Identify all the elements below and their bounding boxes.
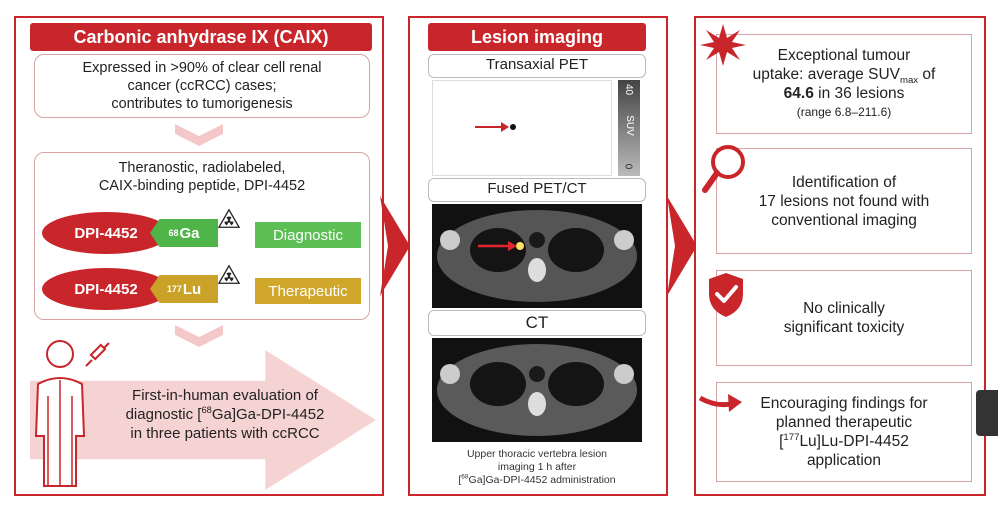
evaluation-line-2: diagnostic [68Ga]Ga-DPI-4452: [125, 405, 325, 423]
dpi-4452-pill-diagnostic: DPI-4452: [42, 212, 170, 254]
therapeutic-findings-box: Encouraging findings for planned therape…: [716, 382, 972, 482]
expression-box: Expressed in >90% of clear cell renal ca…: [34, 54, 370, 118]
suv-axis-label: SUV: [623, 115, 635, 136]
caption-line-3: [68Ga]Ga-DPI-4452 administration: [458, 473, 616, 486]
therapeutic-tag: Therapeutic: [255, 278, 361, 304]
ct-label: CT: [428, 310, 646, 336]
transaxial-pet-image: [432, 80, 612, 176]
syringe-icon: [85, 342, 110, 367]
expression-line-1: Expressed in >90% of clear cell renal: [82, 60, 322, 76]
evaluation-line-1: First-in-human evaluation of: [132, 387, 318, 404]
theranostic-line-1: Theranostic, radiolabeled,: [118, 160, 286, 176]
evaluation-text: First-in-human evaluation of diagnostic …: [100, 386, 350, 443]
imaging-caption: Upper thoracic vertebra lesion imaging 1…: [430, 448, 644, 487]
toxicity-box: No clinically significant toxicity: [716, 270, 972, 366]
dpi-4452-pill-therapeutic: DPI-4452: [42, 268, 170, 310]
transaxial-pet-label: Transaxial PET: [428, 54, 646, 78]
radiation-icon: [218, 264, 240, 284]
lesion-imaging-title: Lesion imaging: [428, 23, 646, 51]
arrow-icon: [380, 196, 410, 296]
arrow-icon: [667, 196, 697, 296]
fused-pet-ct-image: [432, 204, 642, 308]
suv-max-label: 40: [623, 83, 635, 96]
starburst-icon: [700, 24, 746, 66]
caption-line-2: imaging 1 h after: [497, 461, 577, 473]
expression-line-3: contributes to tumorigenesis: [111, 96, 293, 112]
diagnostic-tag: Diagnostic: [255, 222, 361, 248]
theranostic-line-2: CAIX-binding peptide, DPI-4452: [98, 178, 306, 194]
ct-image: [432, 338, 642, 442]
scroll-handle[interactable]: [976, 390, 998, 436]
suv-min-label: 0: [622, 163, 634, 170]
magnifier-icon: [702, 145, 745, 193]
fused-pet-ct-label: Fused PET/CT: [428, 178, 646, 202]
radiation-icon: [218, 208, 240, 228]
lesion-identification-box: Identification of 17 lesions not found w…: [716, 148, 972, 254]
caix-title: Carbonic anhydrase IX (CAIX): [30, 23, 372, 51]
shield-check-icon: [709, 273, 743, 317]
tumour-uptake-box: Exceptional tumour uptake: average SUVma…: [716, 34, 972, 134]
caption-line-1: Upper thoracic vertebra lesion: [466, 448, 608, 460]
expression-line-2: cancer (ccRCC) cases;: [127, 78, 277, 94]
patient-icon: [34, 340, 86, 487]
evaluation-line-3: in three patients with ccRCC: [130, 425, 320, 442]
suv-colorbar: 40 SUV 0: [618, 80, 640, 176]
arrow-icon: [698, 394, 742, 412]
